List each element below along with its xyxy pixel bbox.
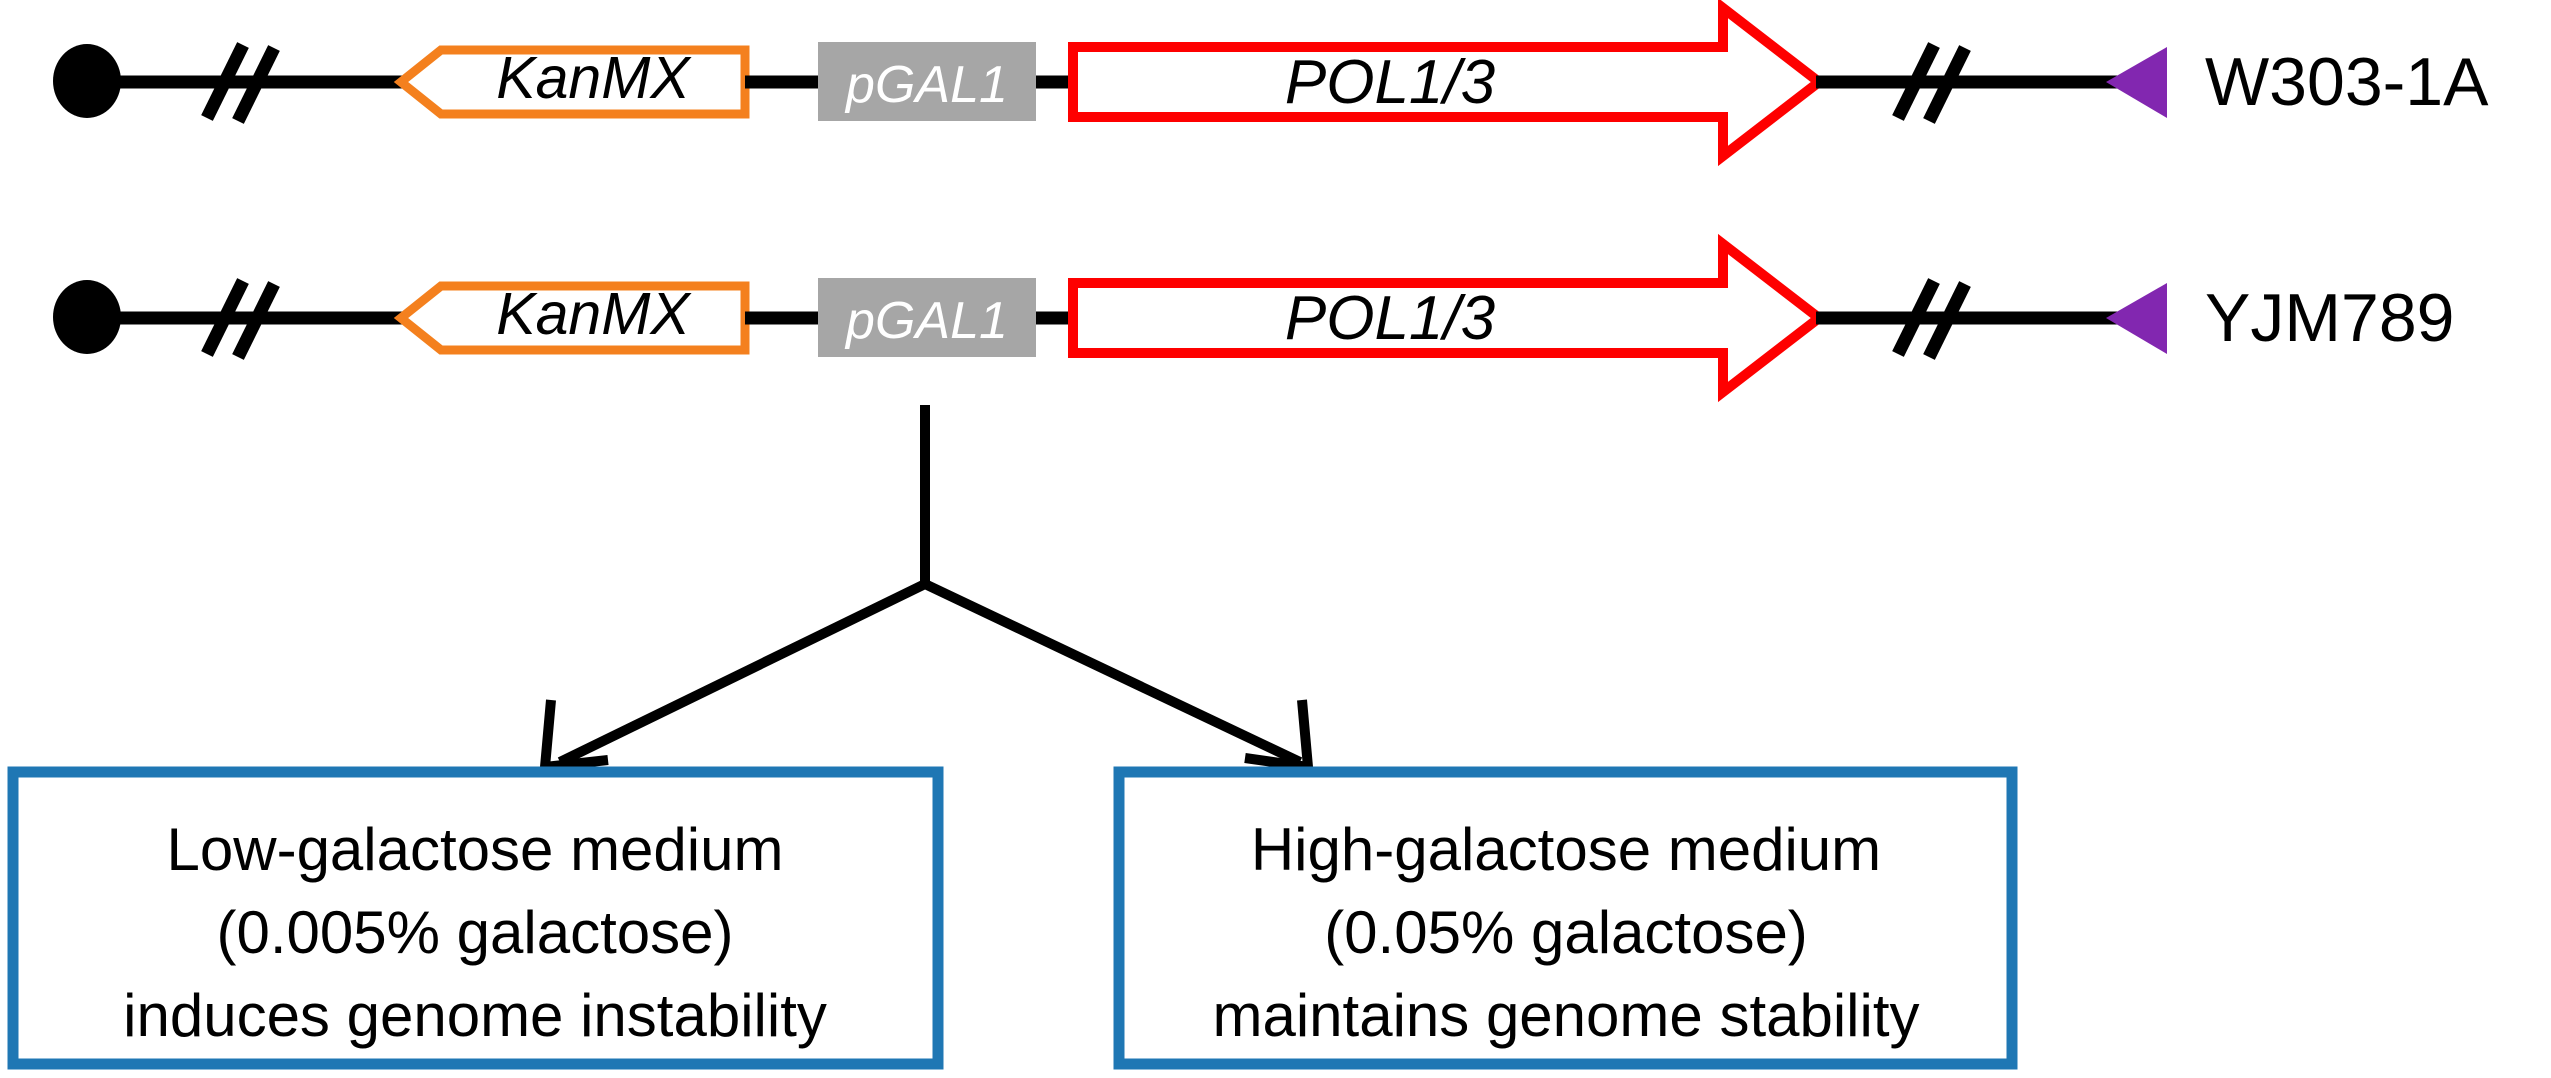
centromere-icon bbox=[2106, 283, 2167, 354]
pol13-gene-arrow bbox=[1068, 0, 1828, 167]
telomere-icon bbox=[53, 280, 121, 354]
outcome-low-line-3: induces genome instability bbox=[123, 982, 827, 1049]
outcome-high-line-1: High-galactose medium bbox=[1251, 816, 1881, 883]
pgal1-promoter-box bbox=[818, 278, 1036, 357]
double-slash-break-icon-right bbox=[1892, 42, 1971, 124]
construct-row-w303-1a: KanMX pGAL1 POL1/3 W303-1A bbox=[53, 0, 2489, 167]
pgal1-label: pGAL1 bbox=[844, 56, 1008, 114]
outcome-high-line-3: maintains genome stability bbox=[1212, 982, 1919, 1049]
double-slash-break-icon bbox=[201, 278, 280, 360]
outcome-box-high-galactose-border bbox=[1113, 766, 2018, 1070]
strain-label-w303-1a: W303-1A bbox=[2205, 44, 2489, 120]
kanmx-label: KanMX bbox=[496, 45, 692, 111]
branch-arrow-right-line bbox=[922, 579, 1303, 767]
pol13-label: POL1/3 bbox=[1285, 284, 1495, 353]
strain-label-yjm789: YJM789 bbox=[2205, 280, 2454, 356]
outcome-high-line-2: (0.05% galactose) bbox=[1324, 899, 1808, 966]
pgal1-promoter-box bbox=[818, 42, 1036, 121]
pgal1-label: pGAL1 bbox=[844, 292, 1008, 350]
pol13-label: POL1/3 bbox=[1285, 48, 1495, 117]
construct-row-yjm789: KanMX pGAL1 POL1/3 YJM789 bbox=[53, 233, 2454, 403]
double-slash-break-icon-right bbox=[1892, 278, 1971, 360]
outcome-box-low-galactose-border bbox=[7, 766, 944, 1070]
kanmx-label: KanMX bbox=[496, 281, 692, 347]
branch-connector bbox=[539, 405, 1314, 773]
outcome-low-line-1: Low-galactose medium bbox=[167, 816, 784, 883]
double-slash-break-icon bbox=[201, 42, 280, 124]
outcome-low-line-2: (0.005% galactose) bbox=[217, 899, 734, 966]
outcome-box-high-galactose[interactable]: High-galactose medium (0.05% galactose) … bbox=[1113, 766, 2018, 1070]
outcome-box-low-galactose[interactable]: Low-galactose medium (0.005% galactose) … bbox=[7, 766, 944, 1070]
pol13-gene-arrow bbox=[1068, 233, 1828, 403]
telomere-icon bbox=[53, 44, 121, 118]
branch-arrow-left-line bbox=[557, 579, 928, 767]
centromere-icon bbox=[2106, 47, 2167, 118]
